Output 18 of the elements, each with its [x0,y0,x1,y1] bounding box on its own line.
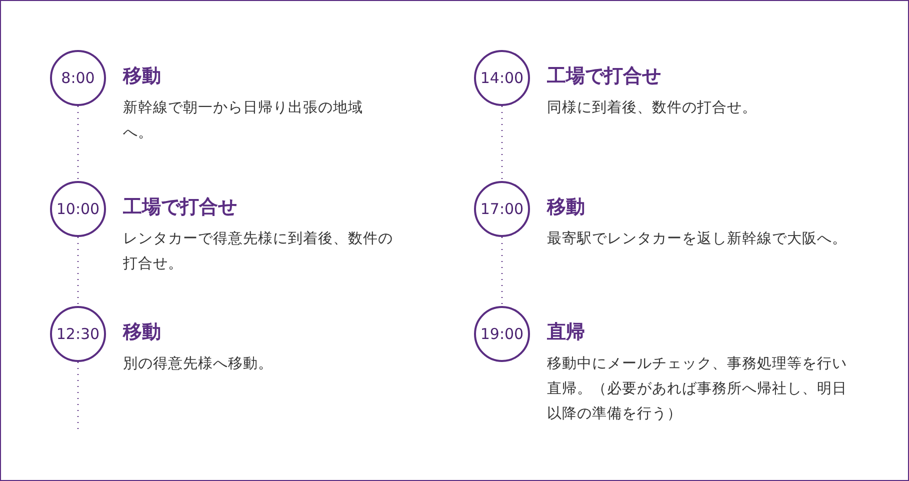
step-description: 移動中にメールチェック、事務処理等を行い直帰。（必要があれば事務所へ帰社し、明日以降の準備を行う） [547,355,848,424]
time-circle: 10:00 [50,181,106,237]
step-heading: 直帰 [547,320,585,344]
step-heading: 移動 [547,195,585,219]
step-description: 別の得意先様へ移動。 [123,355,274,374]
step-description: 同様に到着後、数件の打合せ。 [547,98,758,118]
time-circle: 12:30 [50,306,106,362]
step-description: レンタカーで得意先様に到着後、数件の打合せ。 [123,230,393,274]
step-heading: 移動 [123,64,161,88]
step-description: 最寄駅でレンタカーを返し新幹線で大阪へ。 [547,230,848,249]
time-circle: 19:00 [474,306,530,362]
time-circle: 17:00 [474,181,530,237]
time-circle: 14:00 [474,50,530,106]
step-description: 新幹線で朝一から日帰り出張の地域へ。 [123,98,364,143]
time-circle: 8:00 [50,50,106,106]
step-heading: 工場で打合せ [547,64,661,88]
step-heading: 移動 [123,320,161,344]
step-heading: 工場で打合せ [123,195,237,219]
